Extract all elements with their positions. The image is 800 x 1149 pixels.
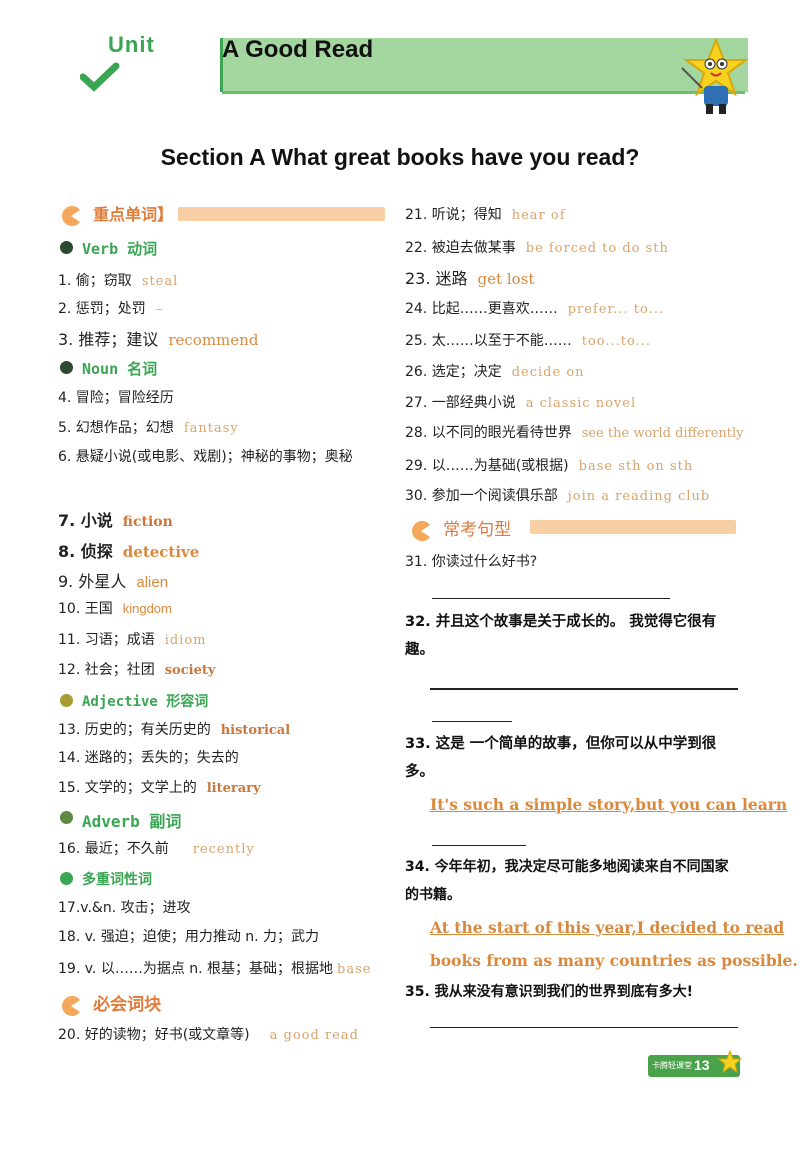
key-words-heading-row: 重点单词】: [60, 201, 173, 226]
checkmark-icon: [80, 62, 120, 92]
bullet-dot: [60, 872, 73, 885]
unit-title: A Good Read: [222, 36, 374, 63]
list-item: 4. 冒险；冒险经历: [58, 390, 174, 406]
section-title: Section A What great books have you read…: [160, 144, 640, 170]
title-banner: [220, 38, 748, 92]
unit-label: Unit: [108, 32, 155, 57]
phrases-heading: 必会词块: [93, 995, 162, 1014]
answer-34-line-2: books from as many countries as possible…: [430, 951, 798, 970]
bullet-dot: [60, 811, 73, 824]
list-item: 24. 比起……更喜欢……prefer... to...: [405, 301, 664, 317]
noun-heading: Noun 名词: [82, 360, 158, 378]
sentence-34: 34. 今年年初，我决定尽可能多地阅读来自不同国家的书籍。: [405, 859, 729, 903]
heading-bar: [530, 520, 736, 534]
pacman-icon: [62, 205, 80, 226]
answer-line: [432, 721, 512, 722]
badge-text: 卡腾轻课堂: [652, 1061, 692, 1070]
answer-line: [432, 598, 670, 599]
banner-underline: [222, 91, 745, 94]
bullet-dot: [60, 361, 73, 374]
answer-34-line-1: At the start of this year,I decided to r…: [430, 918, 785, 937]
sentence-31: 31. 你读过什么好书?: [405, 554, 538, 570]
adverb-heading: Adverb 副词: [82, 812, 182, 831]
list-item: 14. 迷路的；丢失的；失去的: [58, 750, 239, 766]
verb-heading: Verb 动词: [82, 240, 158, 258]
page-number: 13: [694, 1057, 710, 1073]
list-item: 29. 以……为基础(或根据)base sth on sth: [405, 458, 694, 474]
adjective-heading: Adjective 形容词: [82, 694, 209, 710]
sentences-heading: 常考句型: [443, 520, 512, 539]
multi-pos-heading: 多重词性词: [82, 871, 152, 887]
bullet-dot: [60, 694, 73, 707]
sentence-35: 35. 我从来没有意识到我们的世界到底有多大!: [405, 984, 694, 1000]
page-badge: [648, 1055, 740, 1077]
list-item: 18. v. 强迫；迫使；用力推动 n. 力；武力: [58, 929, 320, 945]
star-icon: [718, 1050, 742, 1074]
list-item: 17.v.&n. 攻击；进攻: [58, 900, 191, 916]
heading-bar: [178, 207, 385, 221]
sentence-32: 32. 并且这个故事是关于成长的。 我觉得它很有趣。: [405, 614, 717, 658]
answer-line: [430, 688, 738, 690]
answer-33: It's such a simple story,but you can lea…: [430, 795, 788, 814]
list-item: 6. 悬疑小说(或电影、戏剧)；神秘的事物；奥秘: [58, 449, 353, 465]
answer-line: [432, 845, 526, 846]
list-item: 20. 好的读物；好书(或文章等)a good read: [58, 1027, 359, 1043]
list-item: 25. 太……以至于不能……too...to...: [405, 333, 651, 349]
star-mascot-icon: [681, 38, 748, 114]
list-item: 2. 惩罚；处罚–: [58, 301, 164, 317]
pacman-icon: [62, 995, 80, 1016]
sentence-33: 33. 这是 一个简单的故事，但你可以从中学到很多。: [405, 736, 717, 780]
bullet-dot: [60, 241, 73, 254]
phrases-heading-row: 必会词块: [60, 990, 161, 1016]
sentences-heading-row: 常考句型: [410, 515, 511, 541]
key-words-heading: 重点单词】: [93, 207, 174, 224]
answer-line: [430, 1027, 738, 1028]
pacman-icon: [412, 520, 430, 541]
